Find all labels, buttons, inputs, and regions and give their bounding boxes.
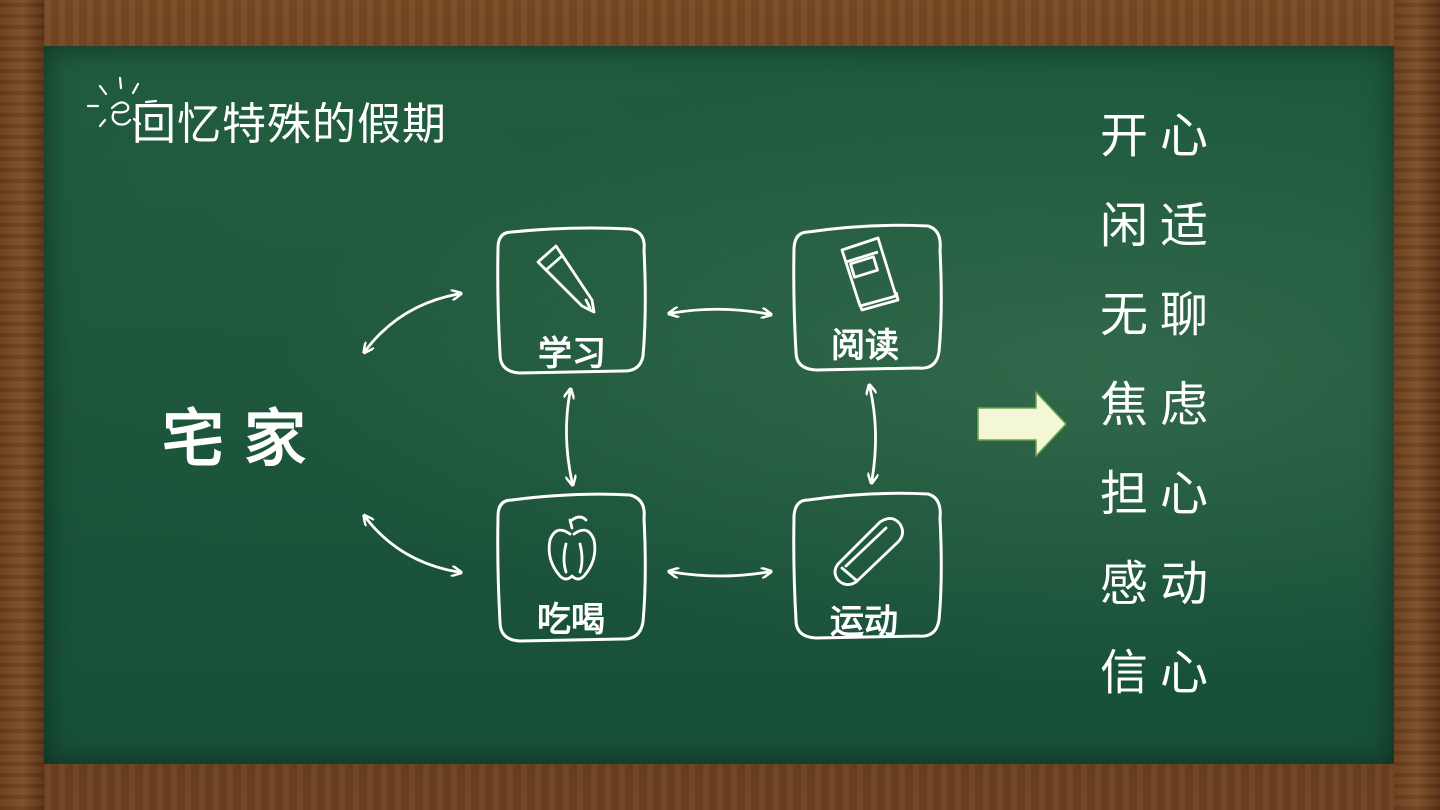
arrow-study-eating <box>566 392 572 482</box>
feeling-item: 闲适 <box>1100 197 1221 254</box>
node-box-exercise <box>792 491 943 640</box>
feeling-item: 感动 <box>1100 555 1221 612</box>
arrow-eating-exercise <box>672 572 768 576</box>
chalkboard <box>44 46 1394 764</box>
arrow-study-reading <box>672 309 768 314</box>
feeling-item: 无聊 <box>1100 287 1221 343</box>
feelings-list: 开心 闲适 无聊 焦虑 担心 感动 信心 <box>1100 104 1230 731</box>
node-box-study <box>496 226 647 375</box>
right-arrow-icon <box>977 391 1067 457</box>
feeling-item: 焦虑 <box>1100 376 1221 433</box>
page-title: 回忆特殊的假期 <box>132 99 447 150</box>
node-box-reading <box>792 223 943 372</box>
arrow-home-study <box>366 294 458 350</box>
arrow-reading-exercise <box>870 388 876 480</box>
feeling-item: 开心 <box>1100 108 1221 164</box>
pencil-icon <box>536 244 596 314</box>
frame-right-edge <box>1394 0 1440 810</box>
node-label-exercise: 运动 <box>830 602 898 642</box>
node-label-eating: 吃喝 <box>537 600 605 640</box>
node-label-study: 学习 <box>538 334 606 374</box>
frame-left-edge <box>0 0 44 810</box>
node-box-eating <box>496 492 647 643</box>
feeling-item: 信心 <box>1100 645 1221 701</box>
arrow-home-eating <box>366 518 458 572</box>
feeling-item: 担心 <box>1100 466 1221 522</box>
book-icon <box>840 236 900 312</box>
home-label: 宅家 <box>162 402 327 475</box>
eraser-icon <box>833 517 904 586</box>
apple-icon <box>547 515 597 581</box>
chalk-e-logo-icon <box>86 76 158 128</box>
node-label-reading: 阅读 <box>831 326 899 366</box>
